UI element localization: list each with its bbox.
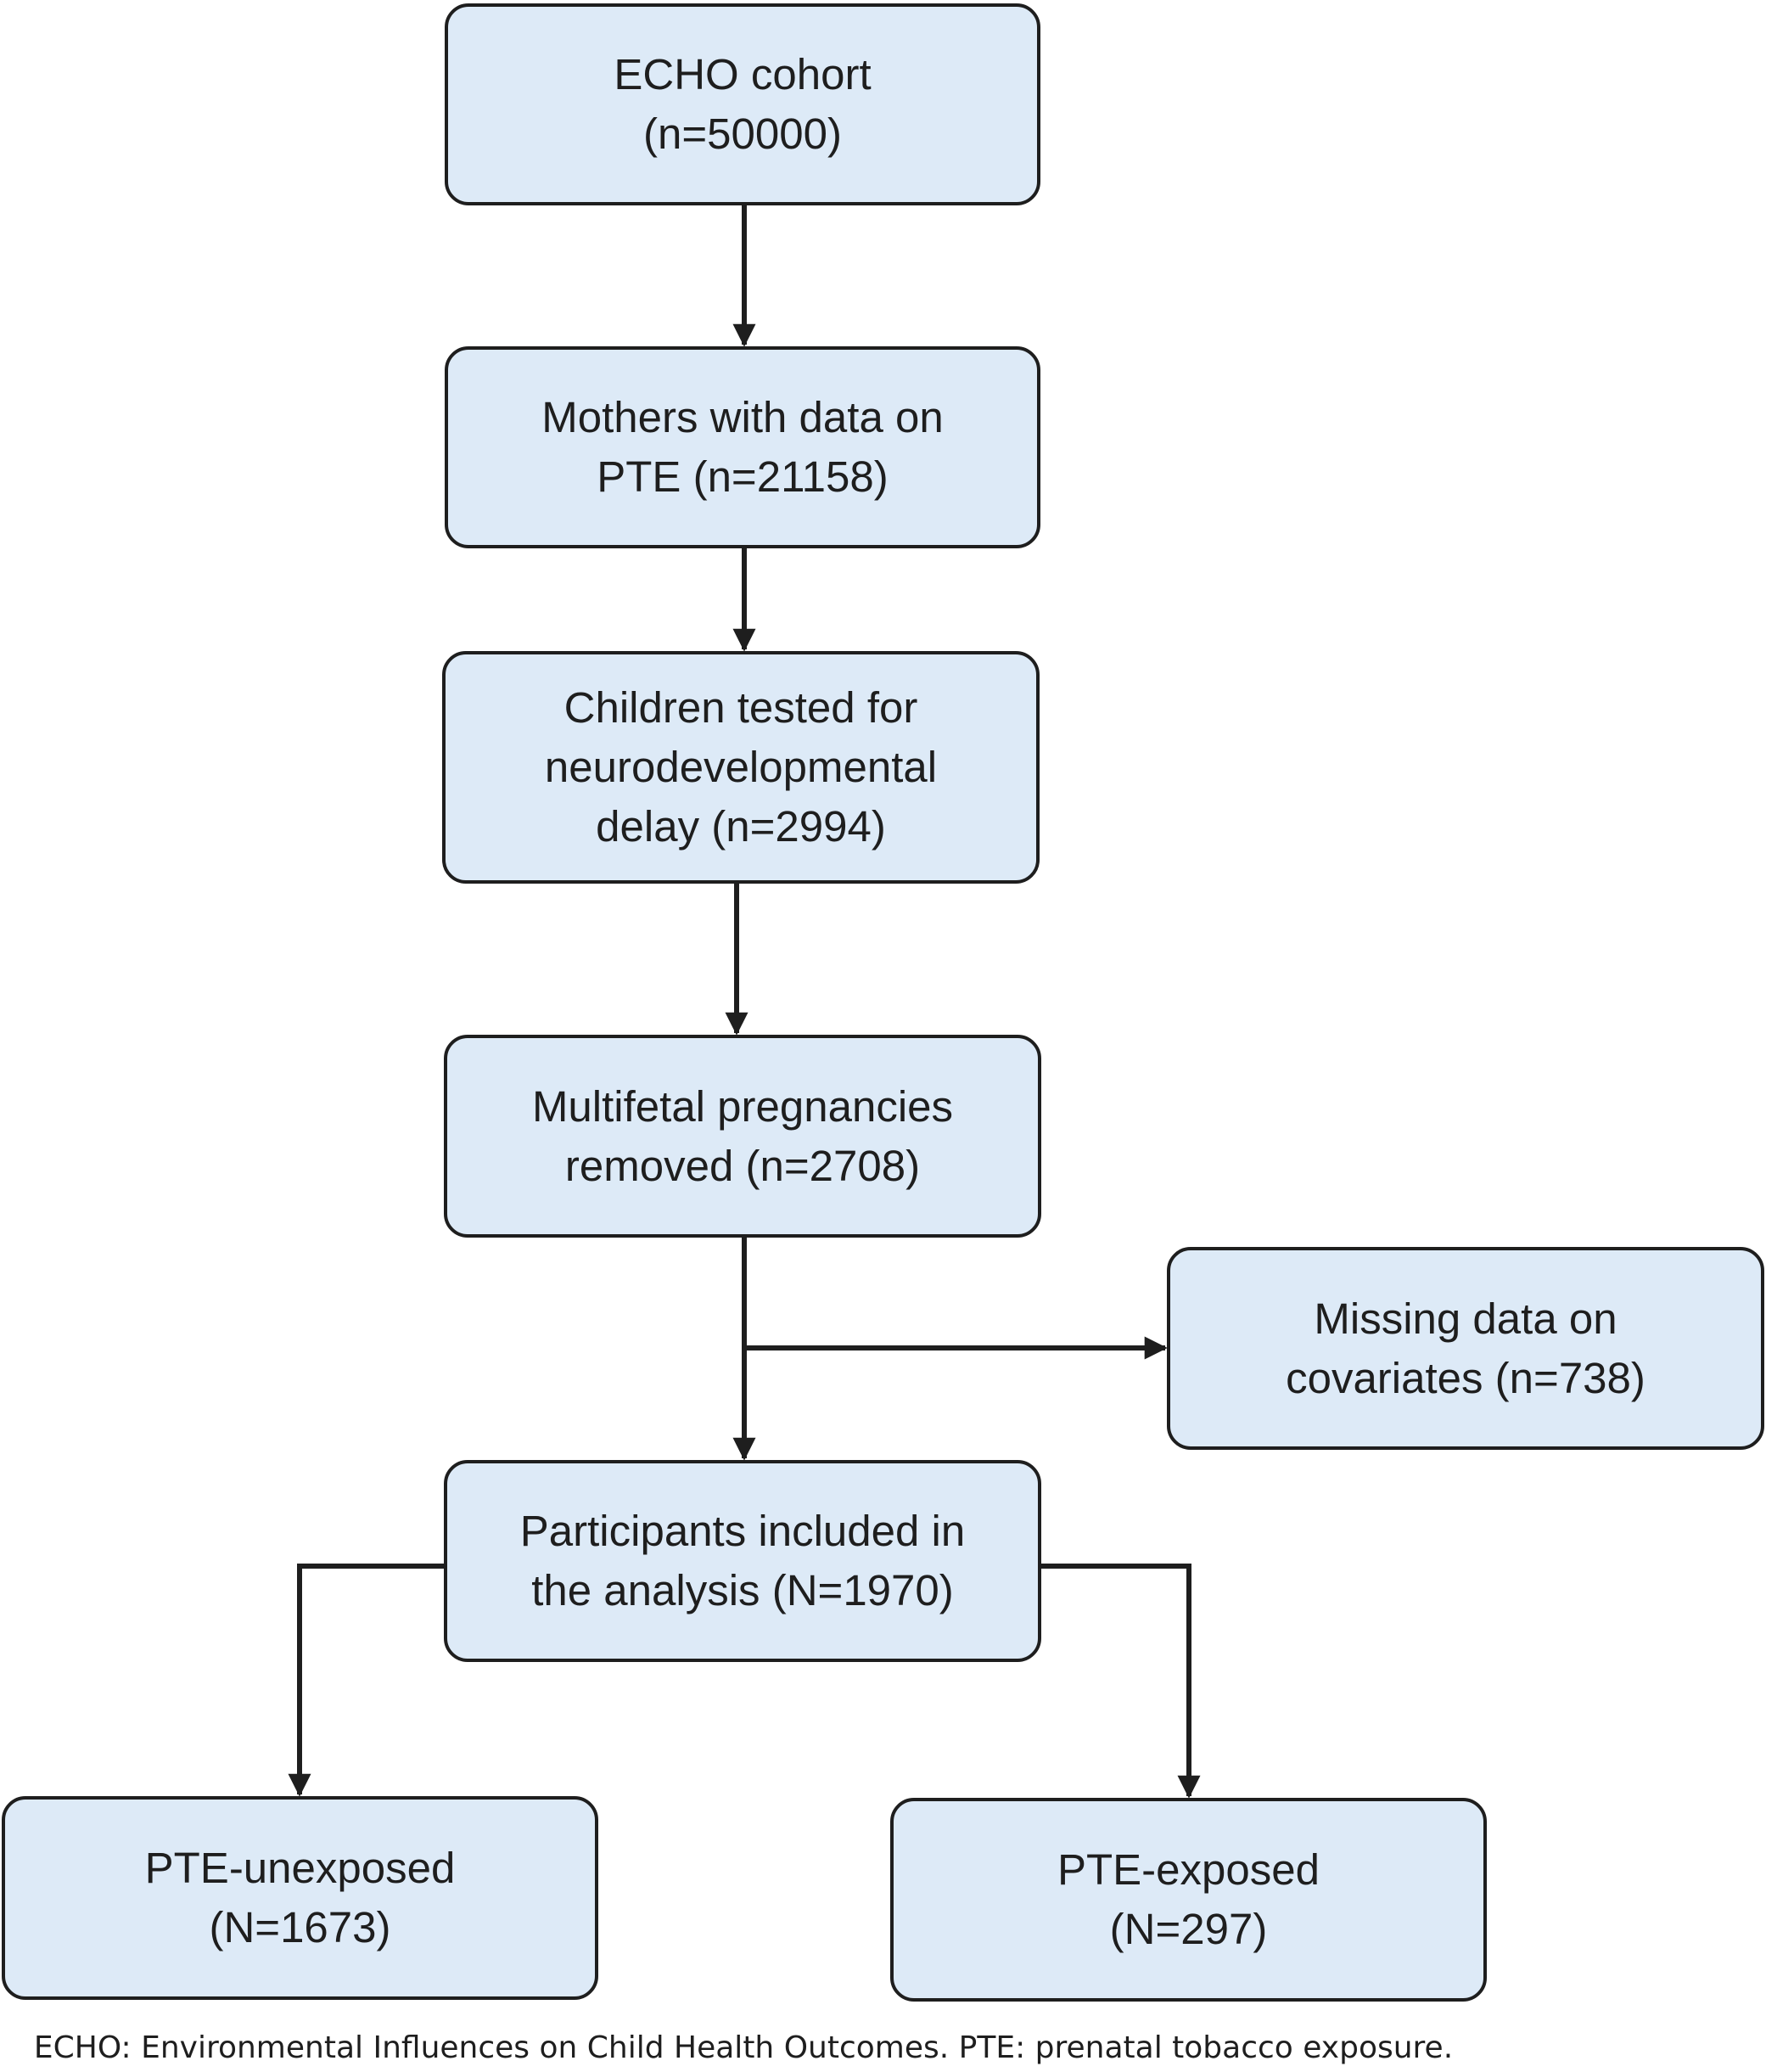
participants-included-line-2: the analysis (N=1970) — [531, 1566, 954, 1614]
mothers-pte-line-1: Mothers with data on — [541, 393, 944, 441]
multifetal-removed-box: Multifetal pregnancies removed (n=2708) — [444, 1035, 1041, 1238]
children-tested-box: Children tested for neurodevelopmental d… — [442, 651, 1040, 884]
pte-unexposed-box: PTE-unexposed (N=1673) — [2, 1796, 598, 2000]
pte-unexposed-line-2: (N=1673) — [209, 1903, 391, 1951]
arrow-participants-to-exposed — [1041, 1564, 1201, 1799]
pte-exposed-line-1: PTE-exposed — [1057, 1845, 1320, 1894]
figure-footnote: ECHO: Environmental Influences on Child … — [33, 2030, 1454, 2065]
children-tested-line-2: neurodevelopmental — [544, 743, 938, 791]
multifetal-removed-line-2: removed (n=2708) — [564, 1141, 921, 1190]
echo-cohort-box: ECHO cohort (n=50000) — [445, 3, 1040, 205]
missing-covariates-line-1: Missing data on — [1314, 1294, 1617, 1343]
arrow-participants-to-unexposed — [288, 1564, 444, 1797]
echo-cohort-line-1: ECHO cohort — [614, 50, 872, 98]
mothers-pte-line-2: PTE (n=21158) — [597, 452, 889, 501]
pte-exposed-line-2: (N=297) — [1109, 1905, 1268, 1953]
multifetal-removed-line-1: Multifetal pregnancies — [531, 1081, 954, 1131]
missing-covariates-line-2: covariates (n=738) — [1286, 1353, 1645, 1402]
participants-included-box: Participants included in the analysis (N… — [444, 1460, 1041, 1662]
children-tested-line-1: Children tested for — [563, 683, 918, 732]
children-tested-line-3: delay (n=2994) — [596, 802, 886, 851]
missing-covariates-box: Missing data on covariates (n=738) — [1167, 1247, 1764, 1450]
pte-exposed-box: PTE-exposed (N=297) — [890, 1798, 1487, 2002]
pte-unexposed-line-1: PTE-unexposed — [144, 1844, 456, 1892]
participants-included-line-1: Participants included in — [519, 1507, 966, 1555]
mothers-pte-box: Mothers with data on PTE (n=21158) — [445, 346, 1040, 548]
echo-cohort-line-2: (n=50000) — [643, 109, 842, 158]
